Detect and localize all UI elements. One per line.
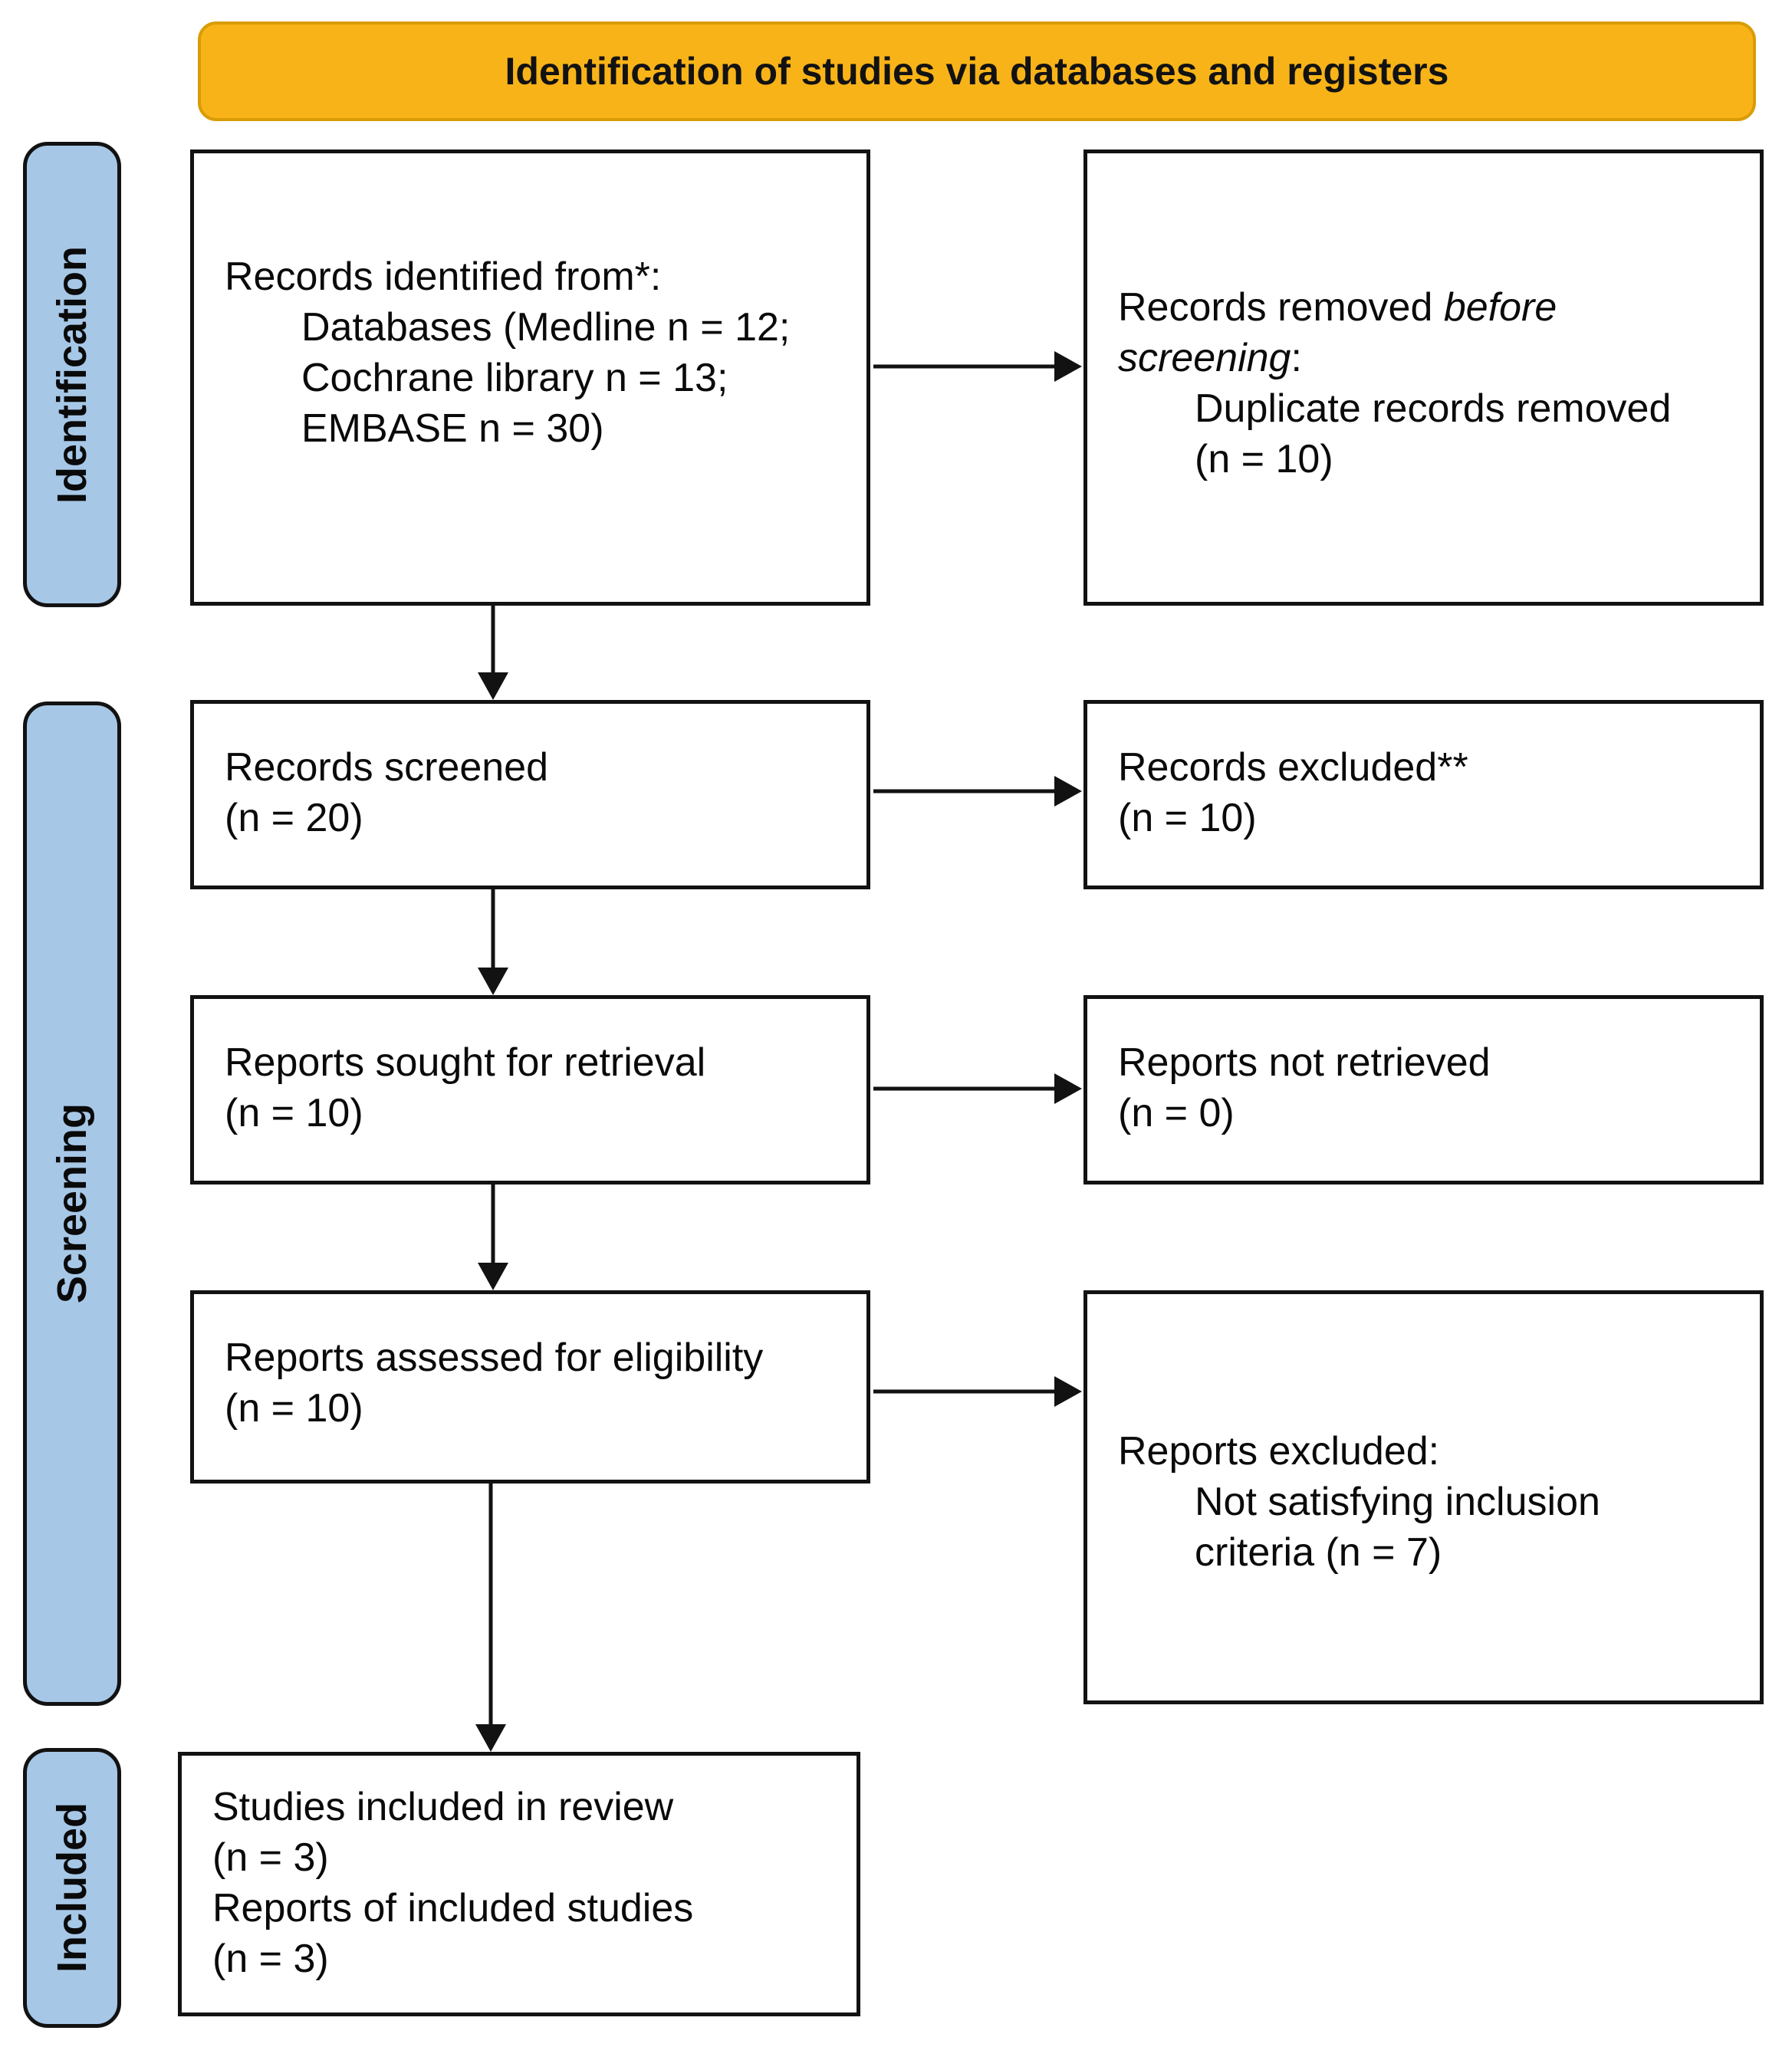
arrow-assessed-to-included — [475, 1484, 506, 1752]
stage-label-identification-text: Identification — [49, 245, 95, 504]
arrow-screened-to-excluded — [873, 776, 1082, 807]
reports-not-retrieved-line: (n = 0) — [1118, 1091, 1235, 1135]
records-removed-title: Records removed before screening: — [1118, 282, 1655, 383]
reports-sought-line: Reports sought for retrieval — [225, 1040, 706, 1085]
records-identified-title: Records identified from*: — [225, 255, 662, 299]
studies-included-line: (n = 3) — [212, 1937, 329, 1981]
reports-assessed-line: (n = 10) — [225, 1386, 363, 1431]
arrow-assessed-to-reports-excluded — [873, 1376, 1082, 1407]
banner-title: Identification of studies via databases … — [505, 50, 1449, 93]
banner: Identification of studies via databases … — [198, 21, 1756, 121]
reports-excluded-item: Not satisfying inclusion — [1195, 1480, 1600, 1524]
box-records-screened: Records screened (n = 20) — [190, 700, 870, 889]
stage-label-identification: Identification — [23, 142, 121, 607]
records-removed-item: Duplicate records removed — [1195, 386, 1672, 431]
box-studies-included: Studies included in review (n = 3) Repor… — [178, 1752, 860, 2016]
records-excluded-line: Records excluded** — [1118, 745, 1468, 790]
records-identified-item: EMBASE n = 30) — [301, 406, 604, 451]
arrowhead-down-icon — [475, 1724, 506, 1752]
records-screened-line: (n = 20) — [225, 796, 363, 840]
arrow-line — [491, 889, 495, 972]
arrowhead-right-icon — [1054, 776, 1082, 807]
arrowhead-down-icon — [478, 672, 508, 700]
studies-included-line: (n = 3) — [212, 1835, 329, 1880]
reports-assessed-line: Reports assessed for eligibility — [225, 1336, 764, 1380]
studies-included-line: Studies included in review — [212, 1785, 674, 1829]
arrow-line — [491, 606, 495, 677]
records-identified-item: Cochrane library n = 13; — [301, 356, 728, 400]
arrowhead-right-icon — [1054, 1073, 1082, 1104]
arrow-line — [873, 1086, 1059, 1091]
arrow-line — [873, 364, 1059, 369]
box-reports-sought: Reports sought for retrieval (n = 10) — [190, 995, 870, 1184]
stage-label-screening: Screening — [23, 702, 121, 1706]
records-removed-italic: before screening — [1118, 285, 1557, 380]
arrowhead-right-icon — [1054, 351, 1082, 382]
stage-label-screening-text: Screening — [49, 1103, 95, 1304]
arrow-line — [491, 1184, 495, 1267]
reports-excluded-title: Reports excluded: — [1118, 1429, 1440, 1474]
arrowhead-down-icon — [478, 1263, 508, 1290]
box-records-identified: Records identified from*: Databases (Med… — [190, 150, 870, 606]
records-removed-item: (n = 10) — [1195, 437, 1333, 481]
records-removed-prefix: Records removed — [1118, 285, 1444, 330]
arrowhead-right-icon — [1054, 1376, 1082, 1407]
studies-included-line: Reports of included studies — [212, 1886, 694, 1930]
arrow-sought-to-assessed — [478, 1184, 508, 1290]
reports-not-retrieved-line: Reports not retrieved — [1118, 1040, 1491, 1085]
stage-label-included: Included — [23, 1748, 121, 2028]
arrow-line — [488, 1484, 493, 1729]
records-removed-suffix: : — [1291, 336, 1302, 380]
records-identified-item: Databases (Medline n = 12; — [301, 305, 791, 350]
box-records-removed: Records removed before screening: Duplic… — [1083, 150, 1764, 606]
arrow-line — [873, 789, 1059, 794]
stage-label-included-text: Included — [49, 1802, 95, 1973]
arrow-sought-to-not-retrieved — [873, 1073, 1082, 1104]
arrow-identified-to-removed — [873, 351, 1082, 382]
arrow-screened-to-sought — [478, 889, 508, 995]
box-reports-not-retrieved: Reports not retrieved (n = 0) — [1083, 995, 1764, 1184]
box-records-excluded: Records excluded** (n = 10) — [1083, 700, 1764, 889]
arrowhead-down-icon — [478, 968, 508, 995]
records-screened-line: Records screened — [225, 745, 548, 790]
box-reports-excluded: Reports excluded: Not satisfying inclusi… — [1083, 1290, 1764, 1704]
records-excluded-line: (n = 10) — [1118, 796, 1257, 840]
box-reports-assessed: Reports assessed for eligibility (n = 10… — [190, 1290, 870, 1484]
reports-sought-line: (n = 10) — [225, 1091, 363, 1135]
reports-excluded-item: criteria (n = 7) — [1195, 1530, 1442, 1575]
arrow-line — [873, 1389, 1059, 1394]
arrow-identified-to-screened — [478, 606, 508, 700]
